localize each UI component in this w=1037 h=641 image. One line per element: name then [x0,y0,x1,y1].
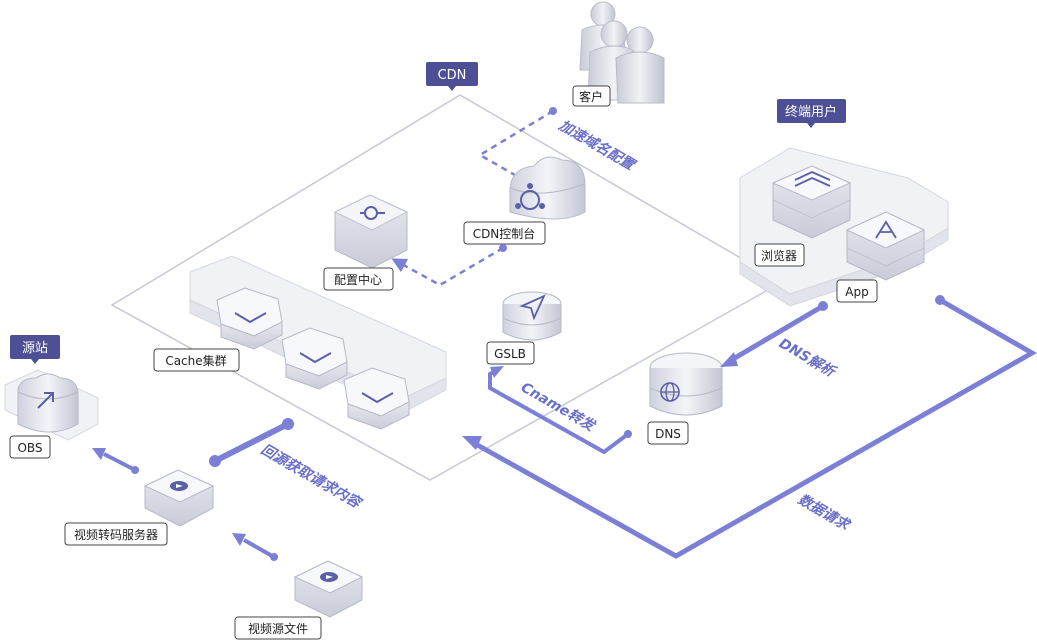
svg-text:CDN控制台: CDN控制台 [473,226,536,241]
upload-arrow-icon [37,392,54,409]
network-cloud-icon [509,156,586,220]
app-label: App [836,279,878,303]
transcoder-node [143,469,215,527]
back-to-origin-label: 回源获取请求内容 [258,441,365,513]
browser-window-icon [794,171,831,187]
key-icon [360,206,385,220]
cdn-group-label: CDN [438,68,467,83]
globe-icon [660,382,680,402]
svg-text:视频源文件: 视频源文件 [248,621,308,636]
source-to-transcoder-connector [232,533,278,561]
data-request-label: 数据请求 [795,491,854,535]
app-node [845,211,926,281]
svg-text:配置中心: 配置中心 [334,272,382,287]
config-sync-connector [391,244,507,287]
navigation-arrow-icon [519,294,546,321]
svg-text:GSLB: GSLB [494,347,526,361]
gslb-label: GSLB [486,341,535,365]
customer-label: 客户 [572,85,611,107]
origin-tag: 源站 [10,335,60,364]
back-to-origin-connector [209,418,294,467]
domain-config-connector [477,107,557,180]
transcoder-to-obs-connector [92,448,139,474]
transcoder-label: 视频转码服务器 [64,522,168,546]
browser-node [771,165,852,239]
cache-server-3 [343,367,410,430]
obs-node [17,373,79,433]
dns-node [649,352,723,416]
svg-text:OBS: OBS [17,441,42,455]
svg-text:视频转码服务器: 视频转码服务器 [74,527,158,542]
play-button-icon [320,572,338,582]
cdn-console-label: CDN控制台 [463,221,546,245]
config-center-node [333,194,409,269]
svg-text:客户: 客户 [579,89,603,104]
svg-text:浏览器: 浏览器 [761,248,797,263]
video-source-label: 视频源文件 [234,616,322,640]
cache-server-1 [216,287,283,350]
end-user-tag: 终端用户 [777,99,846,128]
config-center-label: 配置中心 [323,267,394,291]
hexagon-server-icon [216,287,410,430]
dns-resolve-label: DNS解析 [776,335,839,381]
end-user-label: 终端用户 [785,104,837,120]
svg-text:Cache集群: Cache集群 [165,353,226,368]
play-button-icon [170,481,188,491]
cname-forward-connector [488,366,632,455]
cdn-group-tag: CDN [426,62,478,91]
gslb-node [502,291,562,341]
app-store-icon [875,220,897,239]
origin-label: 源站 [22,341,48,356]
cache-server-2 [281,327,348,390]
cdn-console-node [509,156,586,220]
cache-cluster-label: Cache集群 [153,348,240,372]
svg-text:App: App [845,285,868,299]
data-request-connector [462,295,1037,559]
obs-label: OBS [9,435,51,459]
svg-text:DNS: DNS [655,427,681,441]
video-source-node [293,560,364,618]
dns-label: DNS [647,421,689,445]
dns-resolve-connector [720,301,828,367]
browser-label: 浏览器 [754,243,805,267]
